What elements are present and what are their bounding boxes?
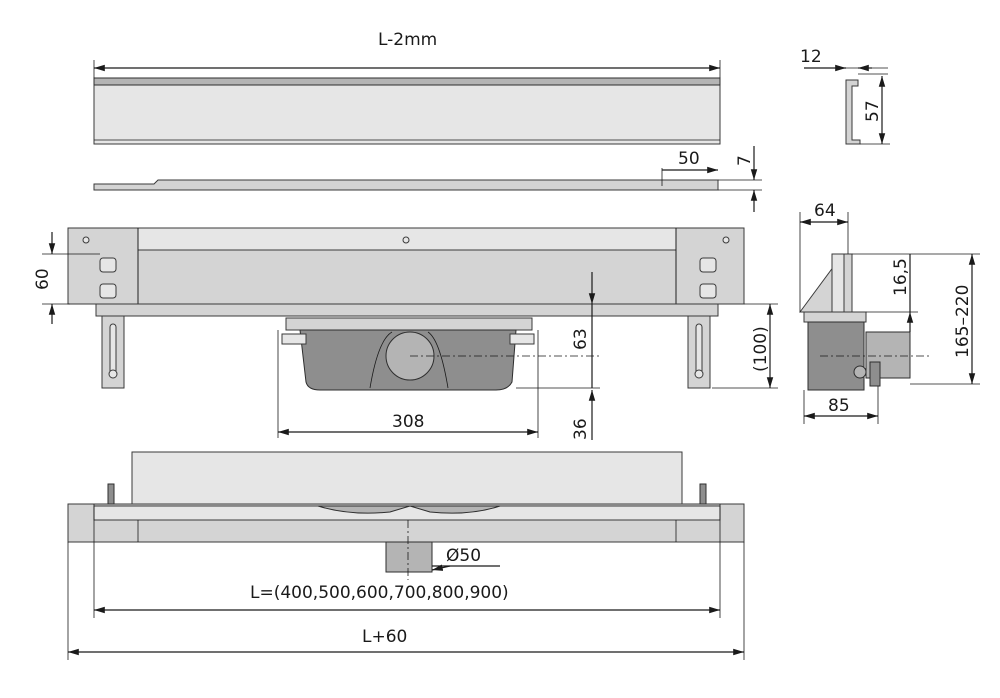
label-base-height: 36 — [571, 418, 591, 440]
frame-legs — [101, 315, 711, 389]
dim-outlet-height: 63 — [410, 272, 600, 357]
dim-frame-height: 60 — [33, 232, 100, 324]
label-strip-offset: 50 — [678, 149, 700, 169]
trap-body — [281, 317, 535, 391]
frame-front — [67, 227, 745, 317]
label-height-range: 165–220 — [953, 285, 973, 358]
bottom-view — [67, 451, 745, 580]
label-total-length: L+60 — [362, 627, 407, 647]
dim-body-depth: (100) — [712, 303, 778, 389]
dim-top-cover-length: L-2mm — [93, 30, 721, 78]
label-lengths: L=(400,500,600,700,800,900) — [250, 583, 509, 603]
dim-strip: 50 7 — [661, 146, 762, 212]
label-side-base-width: 85 — [828, 396, 850, 416]
dim-outlet-diameter: Ø50 — [431, 546, 500, 571]
label-top-cover-length: L-2mm — [378, 30, 437, 50]
side-view — [799, 253, 930, 391]
label-strip-height: 7 — [735, 155, 755, 166]
label-body-depth: (100) — [751, 326, 771, 372]
dim-side-depth: 16,5 — [852, 253, 980, 332]
dim-base-height: 36 — [516, 356, 600, 440]
dim-lengths: L=(400,500,600,700,800,900) — [93, 542, 721, 618]
dim-side-width: 64 — [799, 201, 849, 312]
label-outlet-height: 63 — [571, 328, 591, 350]
dim-trap-width: 308 — [277, 330, 539, 438]
label-trap-width: 308 — [392, 412, 424, 432]
label-side-width: 64 — [814, 201, 836, 221]
label-frame-height: 60 — [33, 268, 53, 290]
label-outlet-diameter: Ø50 — [446, 546, 481, 566]
strip — [93, 179, 719, 191]
dim-total-length: L+60 — [67, 542, 745, 660]
label-profile-height: 57 — [863, 100, 883, 122]
top-cover — [93, 77, 721, 145]
profile-detail: 12 57 — [800, 47, 890, 145]
dim-height-range: 165–220 — [910, 254, 980, 385]
label-side-depth: 16,5 — [891, 258, 911, 296]
label-profile-width: 12 — [800, 47, 822, 67]
dim-side-base-width: 85 — [803, 386, 879, 424]
